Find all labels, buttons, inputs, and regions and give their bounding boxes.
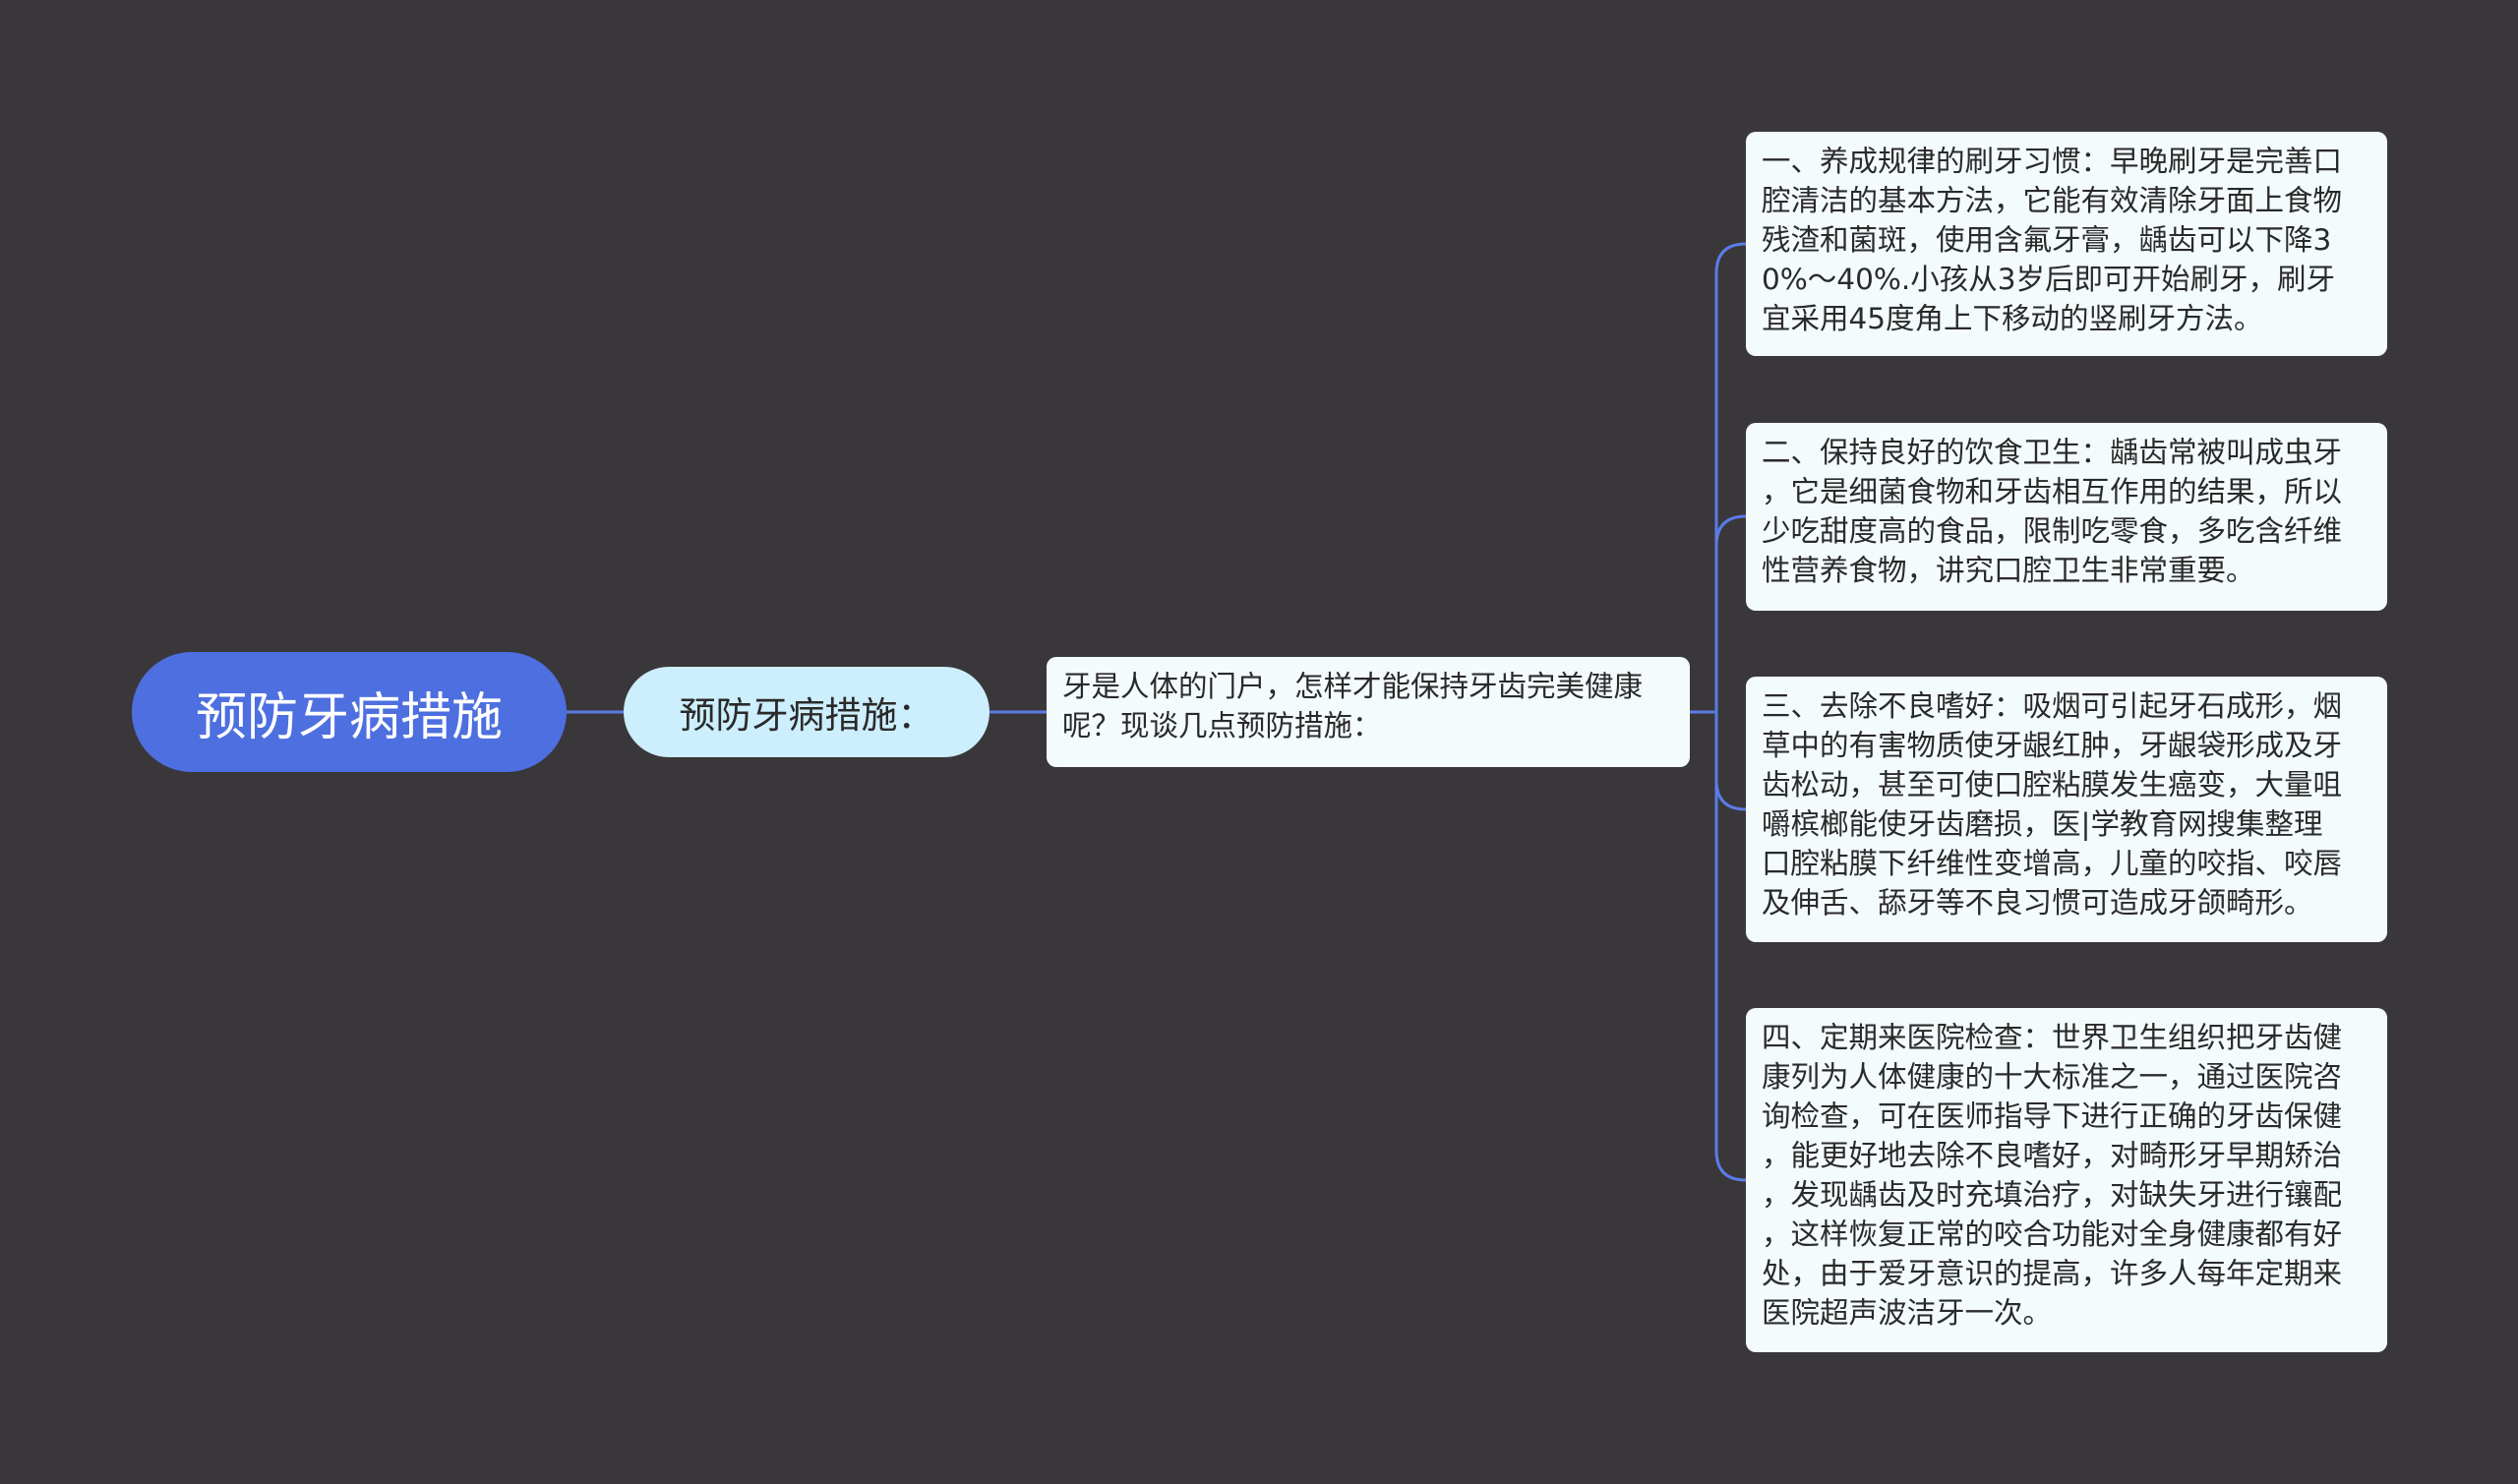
intro-card[interactable]: 牙是人体的门户，怎样才能保持牙齿完美健康 呢？现谈几点预防措施： bbox=[1047, 657, 1690, 767]
branch-label: 预防牙病措施： bbox=[679, 694, 934, 737]
root-label: 预防牙病措施 bbox=[195, 687, 503, 747]
tip-card-bad-habits[interactable]: 三、去除不良嗜好：吸烟可引起牙石成形，烟 草中的有害物质使牙龈红肿，牙龈袋形成及… bbox=[1746, 677, 2387, 942]
tip-card-checkup[interactable]: 四、定期来医院检查：世界卫生组织把牙齿健 康列为人体健康的十大标准之一，通过医院… bbox=[1746, 1008, 2387, 1352]
tip2-connector bbox=[1714, 514, 1747, 547]
tip-card-diet[interactable]: 二、保持良好的饮食卫生：龋齿常被叫成虫牙 ，它是细菌食物和牙齿相互作用的结果，所… bbox=[1746, 423, 2387, 611]
tip-card-brushing[interactable]: 一、养成规律的刷牙习惯：早晚刷牙是完善口 腔清洁的基本方法，它能有效清除牙面上食… bbox=[1746, 132, 2387, 356]
tip3-connector bbox=[1714, 779, 1747, 811]
tips-bracket bbox=[1714, 242, 1747, 1182]
branch-node[interactable]: 预防牙病措施： bbox=[624, 667, 989, 757]
root-node[interactable]: 预防牙病措施 bbox=[132, 652, 567, 772]
